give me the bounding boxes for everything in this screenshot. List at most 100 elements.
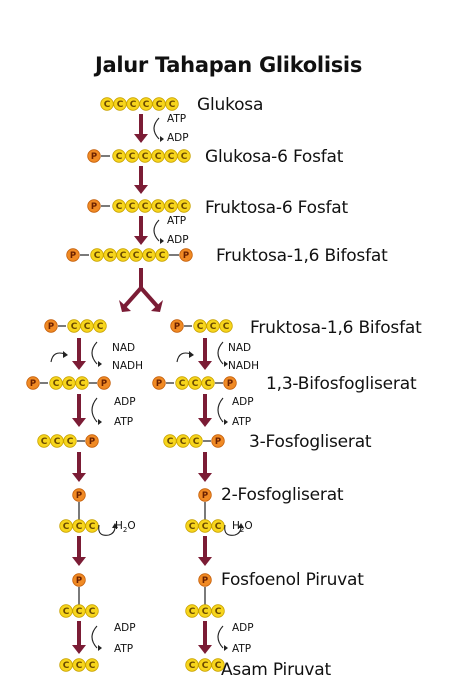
carbon-symbol: C (67, 437, 74, 447)
carbon-atom (72, 604, 86, 618)
label-asam-piruvat: Asam Piruvat (221, 660, 331, 680)
phosphate-symbol: P (48, 322, 54, 332)
carbon-symbol: C (205, 379, 212, 389)
carbon-symbol: C (116, 202, 123, 212)
carbon-symbol: C (54, 437, 61, 447)
label-glukosa-6-fosfat: Glukosa-6 Fosfat (205, 147, 344, 167)
carbon-symbol: C (215, 607, 222, 617)
phosphate-symbol: P (215, 437, 221, 447)
carbon-symbol: C (41, 437, 48, 447)
phosphate-group (179, 248, 193, 262)
carbon-symbol: C (76, 522, 83, 532)
curve-arrowhead (160, 238, 164, 244)
carbon-symbol: C (202, 522, 209, 532)
carbon-atom (75, 376, 89, 390)
carbon-atom (103, 248, 117, 262)
carbon-symbol: C (202, 607, 209, 617)
carbon-symbol: C (104, 100, 111, 110)
arrow-head (198, 557, 212, 566)
split-arrow-right (139, 286, 159, 308)
carbon-symbol: C (84, 322, 91, 332)
carbon-symbol: C (130, 100, 137, 110)
curve-arrowhead (98, 645, 102, 651)
phosphate-group (44, 319, 58, 333)
carbon-symbol: C (89, 522, 96, 532)
carbon-atom (113, 97, 127, 111)
cofactor-atp-right-1: ATP (232, 416, 252, 428)
carbon-atom (155, 248, 169, 262)
carbon-symbol: C (189, 661, 196, 671)
carbon-symbol: C (120, 251, 127, 261)
phosphate-symbol: P (183, 251, 189, 261)
cofactor-nadh-right: NADH (228, 360, 260, 372)
arrow-head (134, 134, 148, 143)
cofactor-curve (91, 625, 98, 649)
carbon-symbol: C (116, 152, 123, 162)
hook-arrowhead (189, 351, 194, 358)
carbon-symbol: C (63, 661, 70, 671)
carbon-atom (72, 658, 86, 672)
water-arrowhead (112, 523, 118, 528)
carbon-symbol: C (215, 661, 222, 671)
split-arrow-left (123, 286, 143, 308)
diagram-title: Jalur Tahapan Glikolisis (94, 53, 363, 77)
carbon-symbol: C (76, 607, 83, 617)
phosphate-symbol: P (76, 491, 82, 501)
carbon-symbol: C (192, 379, 199, 389)
carbon-symbol: C (89, 607, 96, 617)
carbon-symbol: C (107, 251, 114, 261)
cofactor-curve (153, 219, 160, 242)
arrow-head (198, 361, 212, 370)
label-glukosa: Glukosa (197, 95, 264, 115)
cofactor-adp-step1: ADP (167, 132, 189, 144)
curve-arrowhead (224, 419, 228, 425)
cofactor-adp-left-1: ADP (114, 396, 136, 408)
arrow-head (72, 361, 86, 370)
carbon-symbol: C (167, 437, 174, 447)
phosphate-group (87, 199, 101, 213)
carbon-symbol: C (168, 152, 175, 162)
carbon-symbol: C (193, 437, 200, 447)
carbon-symbol: C (197, 322, 204, 332)
phosphate-symbol: P (91, 202, 97, 212)
carbon-symbol: C (66, 379, 73, 389)
carbon-symbol: C (97, 322, 104, 332)
phosphate-symbol: P (76, 576, 82, 586)
carbon-symbol: C (215, 522, 222, 532)
carbon-symbol: C (189, 607, 196, 617)
carbon-atom (80, 319, 94, 333)
carbon-symbol: C (142, 202, 149, 212)
cofactor-curve (153, 117, 160, 140)
phosphate-symbol: P (91, 152, 97, 162)
cofactor-curve (217, 341, 224, 365)
cofactor-adp-left-2: ADP (114, 622, 136, 634)
carbon-atom (211, 658, 225, 672)
phosphate-group (26, 376, 40, 390)
cofactor-atp-left-1: ATP (114, 416, 134, 428)
carbon-symbol: C (169, 100, 176, 110)
arrow-head (134, 185, 148, 194)
phosphate-symbol: P (89, 437, 95, 447)
carbon-symbol: C (189, 522, 196, 532)
carbon-symbol: C (181, 152, 188, 162)
carbon-symbol: C (63, 522, 70, 532)
phosphate-symbol: P (156, 379, 162, 389)
carbon-symbol: C (168, 202, 175, 212)
cofactor-nad-right: NAD (228, 342, 252, 354)
phosphate-group (66, 248, 80, 262)
carbon-atom (177, 149, 191, 163)
cofactor-adp-step3: ADP (167, 234, 189, 246)
carbon-symbol: C (202, 661, 209, 671)
carbon-atom (112, 199, 126, 213)
arrow-head (198, 418, 212, 427)
carbon-symbol: C (89, 661, 96, 671)
carbon-atom (85, 658, 99, 672)
cofactor-adp-right-2: ADP (232, 622, 254, 634)
phosphate-group (72, 573, 86, 587)
carbon-symbol: C (63, 607, 70, 617)
carbon-symbol: C (181, 202, 188, 212)
cofactor-curve (217, 625, 224, 649)
curve-arrowhead (98, 419, 102, 425)
carbon-symbol: C (71, 322, 78, 332)
